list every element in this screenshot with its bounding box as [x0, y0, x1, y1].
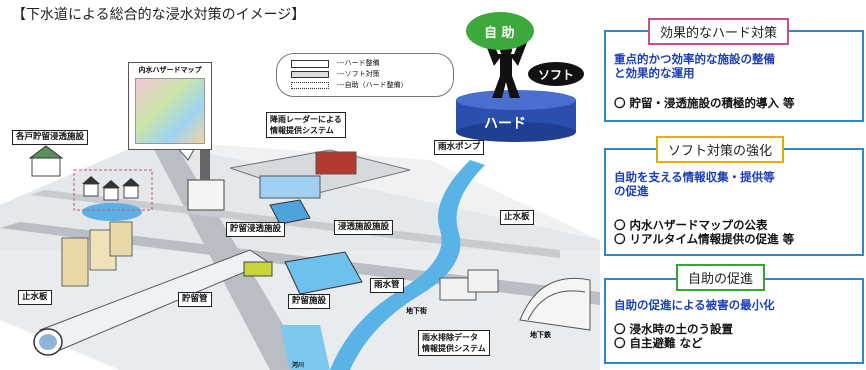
hazard-map-image [135, 78, 205, 144]
label-infiltration-facility: 浸透施設施設 [334, 220, 394, 235]
legend: ---ハード整備 ---ソフト対策 ---自助（ハード整備） [276, 53, 454, 97]
panel-soft-title: ソフト対策の強化 [656, 136, 785, 163]
legend-soft-swatch [291, 71, 329, 78]
label-underground-left: 地下街 [406, 307, 427, 315]
legend-soft: ---ソフト対策 [337, 70, 380, 78]
panel-self-help-item-2: 〇 自主避難 など [614, 336, 703, 350]
panel-self-help-item-1: 〇 浸水時の土のう設置 [614, 322, 734, 336]
label-storage-facility: 貯留施設 [288, 294, 331, 309]
hazard-map-title: 内水ハザードマップ [138, 66, 202, 74]
panel-hard-text: 重点的かつ効率的な施設の整備 と効果的な運用 [614, 52, 775, 80]
panel-soft-text: 自助を支える情報収集・提供等 の促進 [614, 170, 775, 198]
panel-self-help-text: 自助の促進による被害の最小化 [614, 298, 775, 312]
legend-self-swatch [291, 82, 329, 89]
self-help-label: 自 助 [484, 26, 515, 41]
label-water-stop-right: 止水板 [500, 210, 534, 225]
label-bottom-small: 河川 [292, 362, 305, 369]
legend-self: ---自助（ハード整備） [337, 81, 408, 89]
label-underground-right: 地下鉄 [530, 331, 551, 339]
label-rain-data-system: 雨水排除データ 情報提供システム [418, 330, 490, 356]
panel-self-help [604, 278, 864, 364]
legend-hard: ---ハード整備 [337, 59, 380, 67]
panel-hard-item-1: 〇 貯留・浸透施設の積極的導入 等 [614, 96, 795, 110]
panel-soft-measures [604, 148, 864, 256]
soft-badge [528, 62, 584, 86]
label-household-storage: 各戸貯留浸透施設 [12, 130, 89, 145]
legend-hard-swatch [291, 60, 329, 68]
soft-label: ソフト [538, 68, 575, 82]
label-storage-pipe: 貯留管 [178, 292, 212, 307]
label-storage-infiltration: 貯留浸透施設 [226, 222, 286, 237]
page-title: 【下水道による総合的な浸水対策のイメージ】 [12, 7, 306, 23]
hazard-map-card: 内水ハザードマップ [128, 62, 212, 150]
label-radar-system: 降雨レーダーによる 情報提供システム [266, 112, 346, 138]
label-rain-pipe: 雨水管 [370, 278, 404, 293]
panel-soft-item-1: 〇 内水ハザードマップの公表 [614, 218, 768, 232]
hard-label: ハード [484, 116, 526, 132]
hard-cylinder [456, 90, 576, 142]
panel-hard-title: 効果的なハード対策 [648, 18, 790, 45]
label-water-stop-left: 止水板 [18, 290, 52, 305]
panel-self-help-title: 自助の促進 [676, 264, 766, 291]
city-illustration [0, 138, 600, 370]
self-help-circle [466, 12, 534, 50]
panel-soft-item-2: 〇 リアルタイム情報提供の促進 等 [614, 232, 795, 246]
label-rain-pump: 雨水ポンプ [434, 140, 485, 155]
